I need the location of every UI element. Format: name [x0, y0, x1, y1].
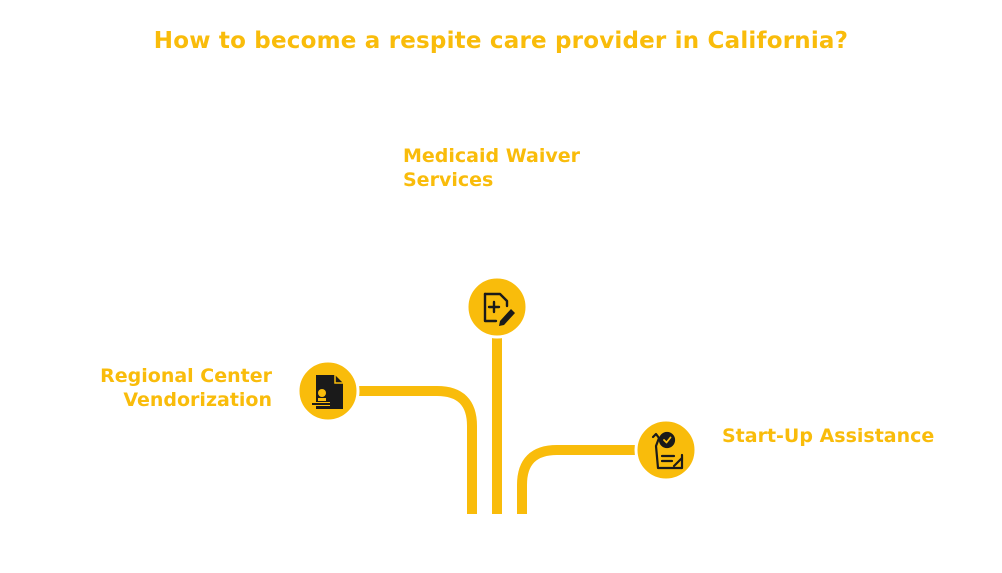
node-regional: [296, 359, 360, 423]
medical-document-edit-icon: [483, 292, 509, 323]
connector-regional: [355, 386, 477, 514]
label-regional: Regional Center Vendorization: [100, 365, 272, 411]
label-medicaid: Medicaid Waiver Services: [403, 145, 580, 191]
page-title: How to become a respite care provider in…: [153, 28, 849, 54]
label-startup: Start-Up Assistance: [722, 425, 935, 447]
document-stamp-icon: [312, 375, 343, 409]
clipboard-check-icon: [651, 431, 684, 470]
node-medicaid: [465, 275, 529, 339]
node-startup: [634, 418, 698, 482]
connector-startup: [517, 445, 640, 514]
